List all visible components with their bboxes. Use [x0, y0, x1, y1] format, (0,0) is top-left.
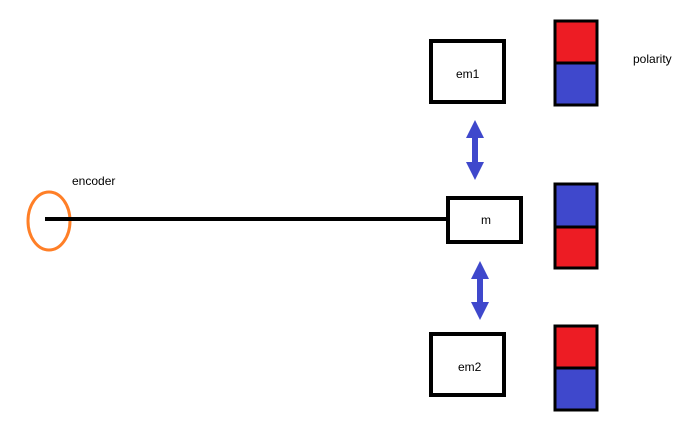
encoder-label: encoder: [72, 174, 115, 188]
upper-double-arrow: [466, 120, 484, 180]
polarity-em1-top: [553, 19, 599, 65]
m-box: [446, 196, 523, 244]
em2-box: [429, 332, 506, 397]
polarity-stack-em1: [553, 19, 599, 107]
polarity-m-bottom: [553, 225, 599, 270]
polarity-label: polarity: [633, 52, 672, 66]
polarity-em2-top: [553, 324, 599, 370]
polarity-m-top: [553, 182, 599, 229]
polarity-em1-bottom: [553, 61, 599, 107]
em1-label: em1: [456, 67, 480, 81]
m-label: m: [481, 213, 491, 227]
em1-box: [429, 39, 506, 104]
polarity-em2-bottom: [553, 366, 599, 412]
polarity-stack-em2: [553, 324, 599, 412]
polarity-stack-m: [553, 182, 599, 270]
lower-double-arrow: [471, 261, 489, 320]
em2-label: em2: [458, 360, 482, 374]
